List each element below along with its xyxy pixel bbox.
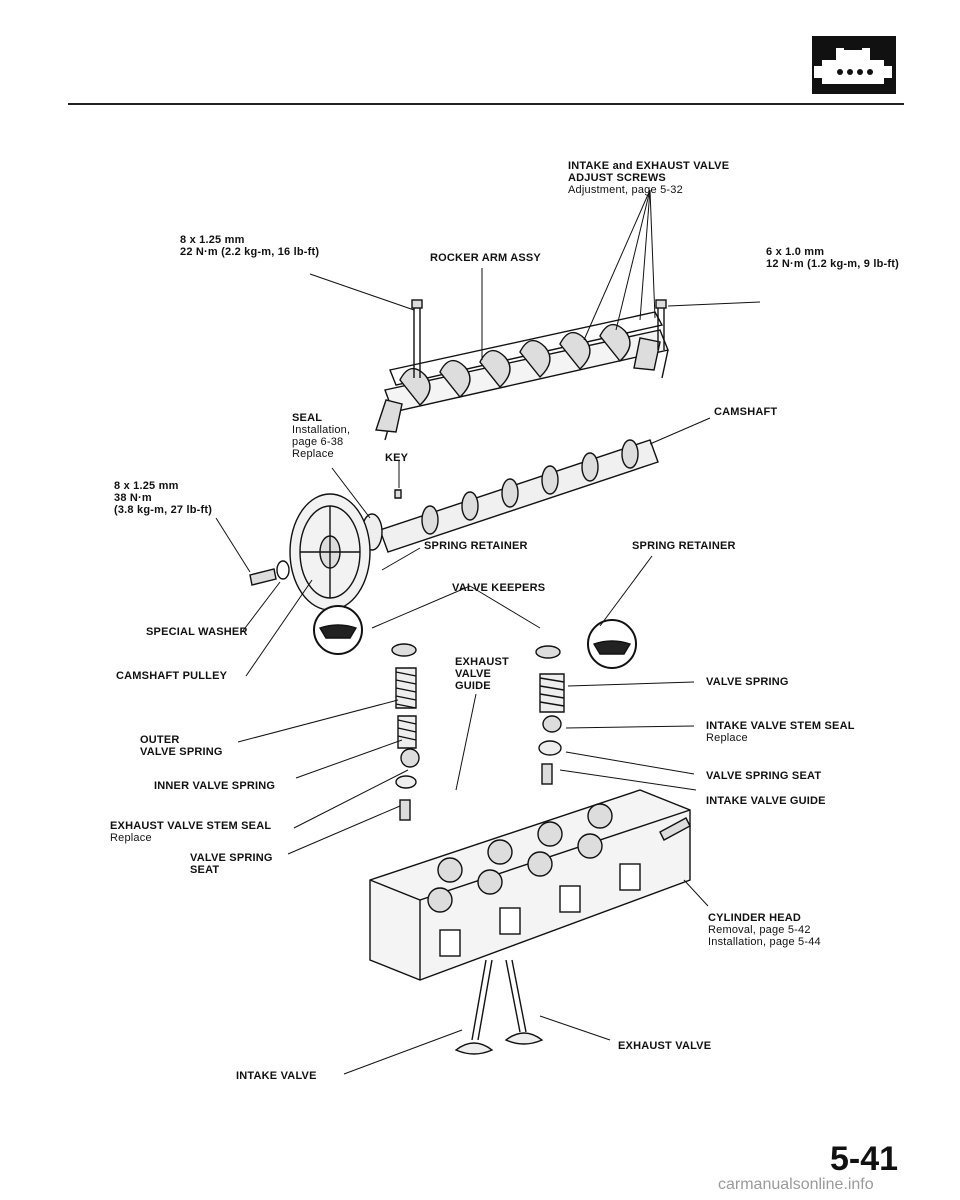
keeper-detail-right (587, 619, 637, 669)
exhaust-valve-drawing (504, 959, 544, 1045)
label-line: 8 x 1.25 mm (180, 234, 245, 246)
label-line: CYLINDER HEAD (708, 912, 802, 924)
label-spring-retainer-left: SPRING RETAINER (424, 540, 528, 552)
label-outer-valve-spring: OUTER VALVE SPRING (140, 734, 223, 758)
cylinder-head-drawing (369, 789, 691, 981)
label-camshaft: CAMSHAFT (714, 406, 777, 418)
label-line: INNER VALVE SPRING (154, 780, 276, 792)
label-line: VALVE SPRING (706, 676, 789, 688)
keeper-detail-left (313, 605, 363, 655)
parts-drawing (215, 189, 761, 1075)
label-intake-valve-guide: INTAKE VALVE GUIDE (706, 795, 826, 807)
label-sub: Adjustment, page 5-32 (568, 184, 683, 196)
label-line: INTAKE VALVE GUIDE (706, 795, 826, 807)
label-line: EXHAUST (455, 656, 509, 668)
label-line: INTAKE VALVE STEM SEAL (706, 720, 855, 732)
label-camshaft-pulley: CAMSHAFT PULLEY (116, 670, 227, 682)
rocker-bolt-right (655, 299, 667, 350)
label-line: 6 x 1.0 mm (766, 246, 825, 258)
label-sub: page 6-38 (292, 436, 344, 448)
label-line: 38 N·m (114, 492, 152, 504)
label-line: EXHAUST VALVE STEM SEAL (110, 820, 272, 832)
label-exhaust-valve-guide: EXHAUST VALVE GUIDE (455, 656, 509, 692)
label-line: CAMSHAFT PULLEY (116, 670, 228, 682)
engine-section-icon (812, 36, 896, 94)
label-line: ADJUST SCREWS (568, 172, 666, 184)
label-spring-retainer-right: SPRING RETAINER (632, 540, 736, 552)
camshaft-shaft (379, 439, 659, 553)
label-sub: Removal, page 5-42 (708, 924, 811, 936)
label-line: EXHAUST VALVE (618, 1040, 712, 1052)
label-line: ROCKER ARM ASSY (430, 252, 541, 264)
watermark-text: carmanualsonline.info (718, 1176, 874, 1193)
label-inner-valve-spring: INNER VALVE SPRING (154, 780, 275, 792)
label-exhaust-valve: EXHAUST VALVE (618, 1040, 711, 1052)
label-line: (3.8 kg-m, 27 lb-ft) (114, 504, 213, 516)
label-seal: SEAL Installation, page 6-38 Replace (292, 412, 350, 460)
label-line: SEAL (292, 412, 323, 424)
label-line: VALVE KEEPERS (452, 582, 546, 594)
label-cylinder-head: CYLINDER HEAD Removal, page 5-42 Install… (708, 912, 821, 948)
label-line: VALVE (455, 668, 492, 680)
label-line: GUIDE (455, 680, 491, 692)
label-sub: Replace (292, 448, 334, 460)
label-valve-spring-seat-right: VALVE SPRING SEAT (706, 770, 821, 782)
label-sub: Installation, page 5-44 (708, 936, 821, 948)
label-intake-valve: INTAKE VALVE (236, 1070, 317, 1082)
label-sub: Installation, (292, 424, 351, 436)
intake-valve-drawing (454, 959, 494, 1055)
label-valve-keepers: VALVE KEEPERS (452, 582, 545, 594)
label-bolt-6x10: 6 x 1.0 mm 12 N·m (1.2 kg-m, 9 lb-ft) (766, 246, 899, 270)
leader-lines (215, 189, 761, 1075)
label-line: VALVE SPRING (190, 852, 273, 864)
label-bolt-8x125-38: 8 x 1.25 mm 38 N·m (3.8 kg-m, 27 lb-ft) (114, 480, 212, 516)
rocker-bolt-left (411, 299, 423, 378)
label-line: INTAKE VALVE (236, 1070, 317, 1082)
label-key: KEY (385, 452, 408, 464)
pulley-bolt-and-washer (249, 560, 290, 586)
label-line: SPRING RETAINER (632, 540, 736, 552)
label-valve-spring: VALVE SPRING (706, 676, 789, 688)
label-line: SPECIAL WASHER (146, 626, 248, 638)
label-line: OUTER (140, 734, 180, 746)
label-intake-valve-stem-seal: INTAKE VALVE STEM SEAL Replace (706, 720, 855, 744)
rocker-arm-assembly (375, 311, 669, 441)
label-sub: Replace (110, 832, 152, 844)
camshaft-key (394, 489, 402, 499)
label-adjust-screws: INTAKE and EXHAUST VALVE ADJUST SCREWS A… (568, 160, 729, 196)
label-line: SEAT (190, 864, 220, 876)
label-bolt-8x125-22: 8 x 1.25 mm 22 N·m (2.2 kg-m, 16 lb-ft) (180, 234, 319, 258)
label-line: SPRING RETAINER (424, 540, 528, 552)
label-line: CAMSHAFT (714, 406, 778, 418)
label-line: VALVE SPRING (140, 746, 223, 758)
label-line: 8 x 1.25 mm (114, 480, 179, 492)
page-number: 5-41 (830, 1140, 899, 1178)
label-sub: Replace (706, 732, 748, 744)
label-line: INTAKE and EXHAUST VALVE (568, 160, 730, 172)
label-line: 12 N·m (1.2 kg-m, 9 lb-ft) (766, 258, 899, 270)
label-line: 22 N·m (2.2 kg-m, 16 lb-ft) (180, 246, 320, 258)
intake-valve-stack (535, 645, 565, 785)
label-rocker-arm-assy: ROCKER ARM ASSY (430, 252, 541, 264)
label-line: KEY (385, 452, 409, 464)
camshaft-pulley-drawing (289, 493, 371, 611)
label-line: VALVE SPRING SEAT (706, 770, 822, 782)
label-exhaust-valve-stem-seal: EXHAUST VALVE STEM SEAL Replace (110, 820, 271, 844)
exhaust-valve-stack (391, 643, 420, 821)
label-special-washer: SPECIAL WASHER (146, 626, 248, 638)
label-valve-spring-seat-left: VALVE SPRING SEAT (190, 852, 273, 876)
